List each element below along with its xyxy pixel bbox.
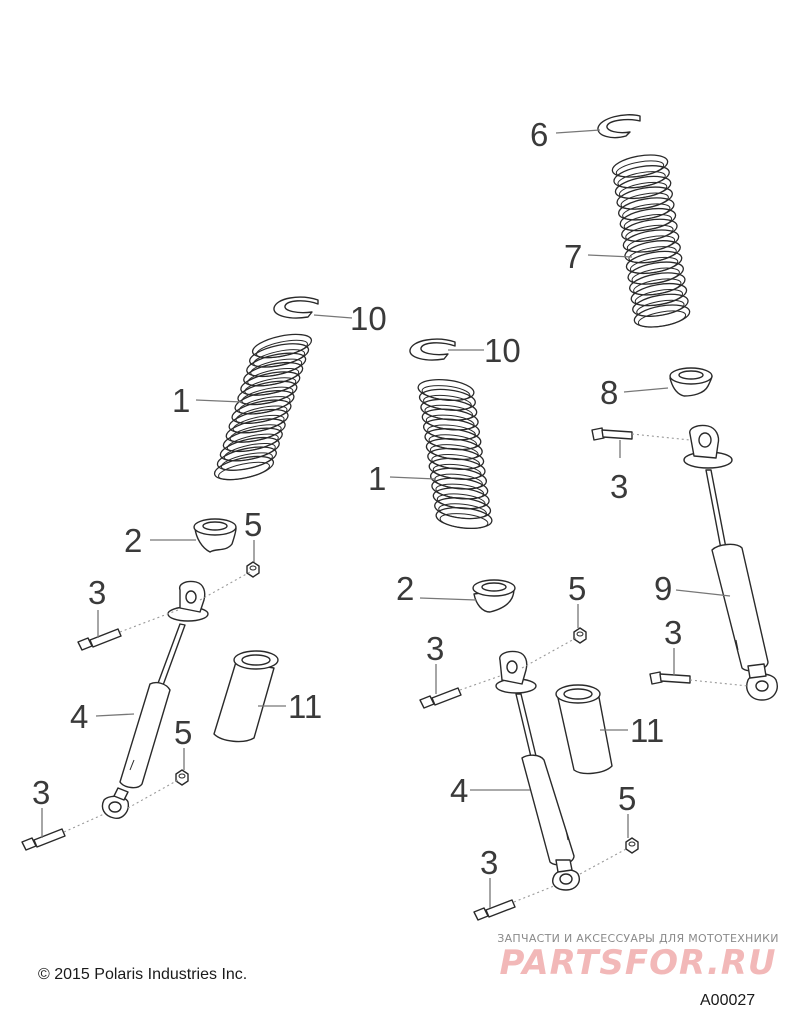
spring-coil-inner [625,224,674,242]
spring-coil-inner [226,433,279,453]
spring-coil-inner [637,310,687,328]
callout-4-left: 4 [70,698,88,735]
spring-coil-inner [633,278,682,296]
callout-labels: 6 7 10 10 1 1 8 3 2 5 3 4 5 3 11 2 5 3 4… [32,116,682,881]
spring-coil-inner [622,203,671,221]
spring-coil-inner [620,192,669,210]
spring-coil-inner [256,339,308,359]
callout-3-left-upper: 3 [88,574,106,611]
shock-absorber-4-left [101,580,209,819]
spring-coil-inner [244,377,297,396]
spring-coil-inner [247,367,300,387]
nut-5-middle-upper [573,627,587,644]
spring-coil-inner [439,513,489,529]
shock-absorber-4-middle [495,650,580,891]
callout-11-left: 11 [288,688,322,725]
coil-spring-7 [611,154,691,328]
spring-coil-inner [623,214,673,232]
spring-coil-inner [636,299,685,317]
watermark-brand: PARTSFOR.RU [499,943,777,983]
spring-coil-inner [223,442,276,462]
spring-coil-inner [631,267,680,285]
spring-coil-inner [229,424,282,443]
callout-5-middle-upper: 5 [568,570,586,607]
spring-coil-inner [238,396,291,415]
retaining-ring-6 [597,114,641,139]
callout-7: 7 [564,238,582,275]
callout-5-middle-lower: 5 [618,780,636,817]
sleeve-11-left [213,650,279,743]
spring-coil-inner [232,414,285,434]
alignment-lines [63,433,749,903]
rebound-cup-8 [669,367,713,397]
spring-coil-inner [250,358,303,378]
callout-2-middle: 2 [396,570,414,607]
callout-5-left-lower: 5 [174,714,192,751]
callout-10-left: 10 [350,300,387,337]
callout-1-left: 1 [172,382,190,419]
spring-coil-inner [615,160,665,178]
retaining-ring-10-left [273,296,319,319]
spring-coil-inner [617,171,666,189]
watermark-tagline: ЗАПЧАСТИ И АКСЕССУАРЫ ДЛЯ МОТОТЕХНИКИ [497,932,779,945]
coil-spring-1-left [213,333,313,481]
spring-coil-inner [218,461,270,481]
spring-coil-inner [253,349,306,368]
callout-9: 9 [654,570,672,607]
shock-absorber-9 [683,424,778,701]
nut-5-middle-lower [625,837,639,854]
callout-5-left-upper: 5 [244,506,262,543]
leader-lines [41,129,731,908]
bolt-3-right-upper [591,427,633,441]
bolt-3-middle-upper [419,687,462,709]
bolt-3-middle-lower [473,899,516,921]
rebound-cup-2-left [193,518,237,553]
spring-coil-inner [618,181,668,199]
sleeve-11-middle [555,684,613,775]
copyright-notice: © 2015 Polaris Industries Inc. [38,966,248,983]
spring-coil-inner [235,405,288,424]
callout-3-right-upper: 3 [610,468,628,505]
bolt-3-left-lower [21,828,66,851]
callout-8: 8 [600,374,618,411]
callout-10-middle: 10 [484,332,521,369]
spring-coil-inner [628,246,677,264]
callout-11-middle: 11 [630,712,664,749]
retaining-ring-10-middle [409,338,456,361]
callout-1-middle: 1 [368,460,386,497]
spring-coil-inner [634,289,684,307]
nut-5-left-lower [175,769,189,786]
bolt-3-left-upper [77,628,122,651]
spring-coil-inner [220,452,273,471]
callout-4-middle: 4 [450,772,468,809]
callout-3-middle-lower: 3 [480,844,498,881]
rebound-cup-2-middle [472,579,516,613]
callout-6: 6 [530,116,548,153]
spring-coil-inner [629,256,679,274]
callout-3-left-lower: 3 [32,774,50,811]
callout-2-left: 2 [124,522,142,559]
spring-coil-inner [241,386,294,406]
spring-coil-inner [626,235,676,253]
bolt-3-right-lower [649,671,691,685]
callout-3-right-lower: 3 [664,614,682,651]
callout-3-middle-upper: 3 [426,630,444,667]
watermark: ЗАПЧАСТИ И АКСЕССУАРЫ ДЛЯ МОТОТЕХНИКИ PA… [488,932,788,981]
figure-id: A00027 [700,992,756,1009]
coil-spring-1-middle [417,378,493,530]
nut-5-left-upper [246,561,260,578]
